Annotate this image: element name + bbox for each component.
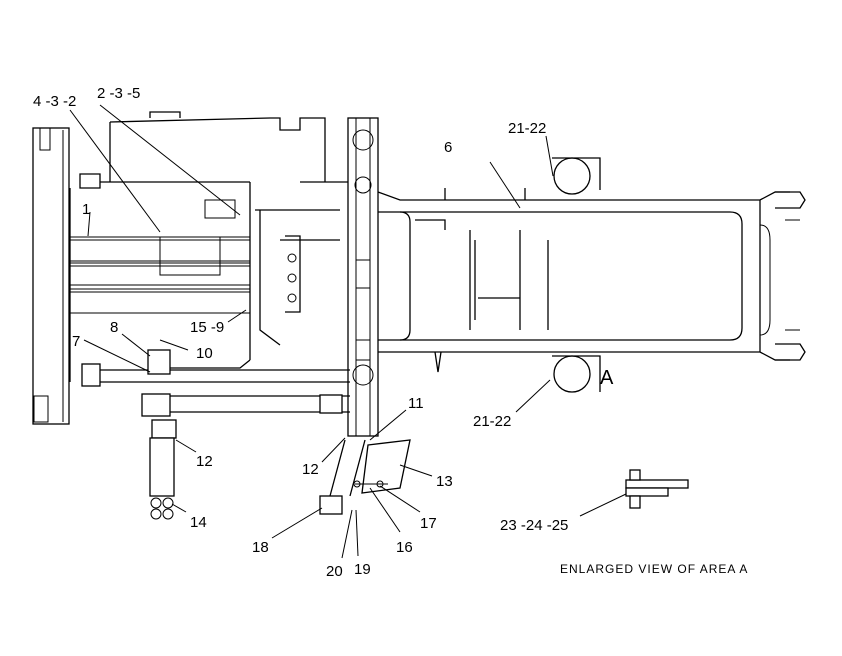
lower-piping	[81, 349, 366, 520]
callout-16: 16	[396, 539, 413, 556]
callout-4-3-2: 4 -3 -2	[33, 93, 76, 110]
callout-20: 20	[326, 563, 343, 580]
left-plate	[32, 127, 70, 425]
callout-10: 10	[196, 345, 213, 362]
callout-a: A	[600, 367, 614, 389]
upper-housing	[255, 117, 350, 346]
callout-19: 19	[354, 561, 371, 578]
callout-14: 14	[190, 514, 207, 531]
engine-assembly	[69, 111, 271, 382]
callout-13: 13	[436, 473, 453, 490]
center-frame-member	[347, 117, 379, 437]
leader-lines	[69, 104, 627, 559]
callout-6: 6	[444, 139, 452, 156]
callout-21-22-top: 21-22	[508, 120, 546, 137]
main-frame	[377, 188, 806, 373]
callout-1: 1	[82, 201, 90, 218]
callout-18: 18	[252, 539, 269, 556]
callout-21-22-bottom: 21-22	[473, 413, 511, 430]
callout-8: 8	[110, 319, 118, 336]
callout-7: 7	[72, 333, 80, 350]
callout-11: 11	[408, 395, 424, 412]
enlarged-view-caption: ENLARGED VIEW OF AREA A	[560, 562, 748, 576]
callout-17: 17	[420, 515, 437, 532]
bracket-plate	[353, 439, 411, 494]
callout-12-mid: 12	[302, 461, 319, 478]
enlarged-view-bolt	[625, 469, 689, 509]
callout-2-3-5: 2 -3 -5	[97, 85, 140, 102]
callout-23-24-25: 23 -24 -25	[500, 517, 568, 534]
hose-clamps	[552, 157, 601, 393]
callout-12-left: 12	[196, 453, 213, 470]
callout-15-9: 15 -9	[190, 319, 224, 336]
